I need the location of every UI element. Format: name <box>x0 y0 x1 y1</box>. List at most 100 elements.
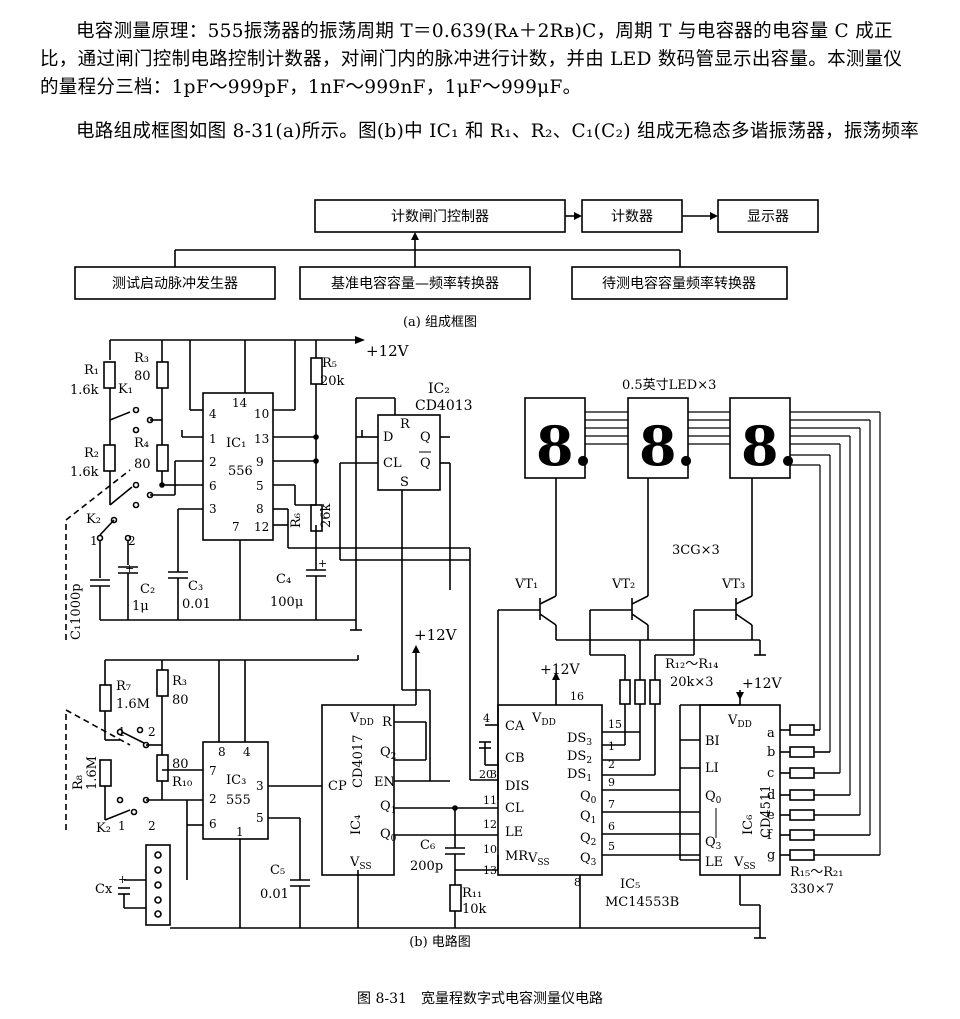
svg-text:Q0: Q0 <box>580 789 597 806</box>
svg-text:CL: CL <box>383 456 402 471</box>
r13-resistor <box>634 679 646 705</box>
ic1-556 <box>202 392 274 541</box>
svg-text:d: d <box>767 788 775 803</box>
svg-text:3: 3 <box>209 502 217 516</box>
svg-text:7: 7 <box>209 764 217 778</box>
r2-label: R₂ <box>84 446 99 461</box>
svg-text:8: 8 <box>256 502 264 516</box>
r14-resistor <box>649 679 661 705</box>
svg-text:Q: Q <box>420 430 431 445</box>
svg-text:11: 11 <box>483 794 497 807</box>
svg-text:VDD: VDD <box>349 711 374 728</box>
block-diagram <box>74 199 819 300</box>
r15-label: R₁₅～R₂₁ <box>790 865 843 880</box>
ic2-cd4013 <box>377 414 441 491</box>
svg-text:VDD: VDD <box>531 711 556 728</box>
c6-value: 200p <box>410 859 443 874</box>
svg-text:DS2: DS2 <box>567 749 592 766</box>
c1-label: C₁1000p <box>69 583 84 640</box>
svg-text:8: 8 <box>574 876 581 889</box>
c4-value: 100μ <box>270 595 303 610</box>
svg-text:DIS: DIS <box>505 779 529 794</box>
svg-text:9: 9 <box>256 455 264 469</box>
figure-caption: 图 8-31 宽量程数字式电容测量仪电路 <box>357 990 603 1007</box>
svg-text:S: S <box>400 475 409 490</box>
transistors <box>497 478 766 800</box>
svg-text:CL: CL <box>505 801 524 816</box>
block-gate-label: 计数闸门控制器 <box>391 209 489 225</box>
svg-text:7: 7 <box>608 798 615 811</box>
svg-text:VSS: VSS <box>527 851 550 868</box>
r11-label: R₁₁ <box>462 886 482 901</box>
vcc-ic5-label: +12V <box>540 662 581 678</box>
c6-label: C₆ <box>420 838 435 853</box>
r1-resistor <box>103 361 116 389</box>
r6-label: R₆ <box>289 513 304 528</box>
r2-value: 1.6k <box>70 465 99 480</box>
svg-text:1: 1 <box>118 725 126 739</box>
svg-text:Q0: Q0 <box>705 789 722 806</box>
svg-text:4: 4 <box>209 407 217 421</box>
svg-text:20: 20 <box>479 768 493 781</box>
r11-resistor <box>449 884 462 912</box>
ic1-label: IC₁ <box>226 436 246 451</box>
ic2-label: IC₂ <box>428 381 450 397</box>
r2-resistor <box>103 444 116 472</box>
svg-text:2: 2 <box>148 725 156 739</box>
segment-bus <box>585 411 881 855</box>
r5-value: 20k <box>320 374 345 389</box>
svg-text:Q3: Q3 <box>580 851 597 868</box>
svg-text:14: 14 <box>232 396 248 410</box>
block-counter-label: 计数器 <box>611 209 653 225</box>
svg-text:VSS: VSS <box>733 855 756 872</box>
k2-label: K₂ <box>86 512 101 527</box>
svg-text:+: + <box>118 873 127 886</box>
k2b-label: K₂ <box>96 821 111 836</box>
vcc-top-label: +12V <box>366 342 410 360</box>
r12-label: R₁₂～R₁₄ <box>665 657 718 672</box>
r15-value: 330×7 <box>790 882 834 897</box>
ic1-type: 556 <box>228 464 253 479</box>
vt2-label: VT₂ <box>611 577 635 592</box>
svg-text:15: 15 <box>608 718 622 731</box>
led-digit-3: 8. <box>741 414 797 478</box>
r3b-value: 80 <box>172 693 189 708</box>
c3-label: C₃ <box>188 579 203 594</box>
led-digit-1: 8. <box>536 414 592 478</box>
svg-text:12: 12 <box>254 520 269 534</box>
svg-text:3: 3 <box>490 768 497 781</box>
led-display <box>524 397 791 479</box>
vcc-ic6-label: +12V <box>742 676 783 692</box>
r3-value: 80 <box>134 369 151 384</box>
r6-value: 26k <box>319 503 334 528</box>
svg-text:5: 5 <box>256 479 264 493</box>
svg-text:8: 8 <box>218 745 226 759</box>
svg-text:+: + <box>125 562 134 575</box>
svg-text:c: c <box>767 766 774 781</box>
svg-text:10: 10 <box>254 407 269 421</box>
r5-label: R₅ <box>322 356 337 371</box>
ic3-label: IC₃ <box>226 773 246 788</box>
svg-text:1: 1 <box>608 740 615 753</box>
vt1-label: VT₁ <box>514 577 538 592</box>
svg-text:DS3: DS3 <box>567 731 592 748</box>
svg-text:1: 1 <box>209 432 217 446</box>
svg-text:5: 5 <box>608 840 615 853</box>
svg-text:+: + <box>318 557 327 570</box>
r6-resistor <box>310 504 323 532</box>
r3-resistor <box>156 361 169 389</box>
svg-text:13: 13 <box>254 432 269 446</box>
svg-text:LE: LE <box>505 825 523 840</box>
r10-resistor <box>156 754 169 782</box>
svg-text:VDD: VDD <box>727 713 752 730</box>
svg-text:10: 10 <box>483 843 497 856</box>
intro-paragraph-2: 电路组成框图如图 8-31(a)所示。图(b)中 IC₁ 和 R₁、R₂、C₁(… <box>76 121 920 142</box>
svg-text:Q3: Q3 <box>705 835 722 852</box>
ic4-cd4017 <box>321 704 395 876</box>
svg-text:EN: EN <box>374 775 395 790</box>
svg-text:1: 1 <box>90 534 98 548</box>
r3b-resistor <box>156 669 169 697</box>
ic6-label: IC₆ <box>741 815 756 835</box>
r1-label: R₁ <box>84 363 99 378</box>
svg-text:6: 6 <box>608 820 615 833</box>
